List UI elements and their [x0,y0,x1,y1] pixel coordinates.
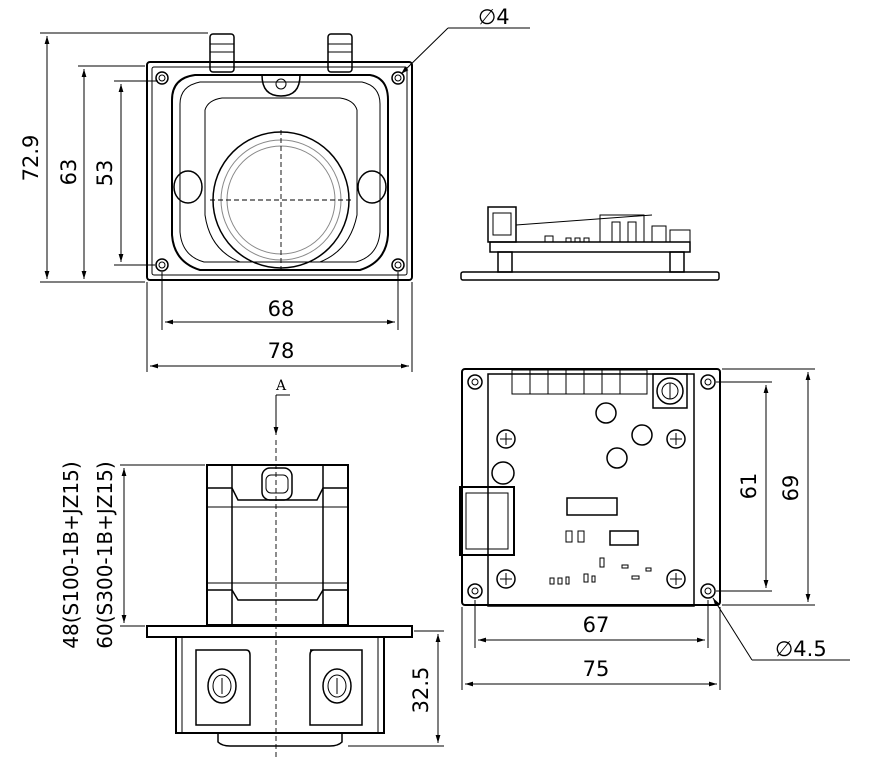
view-label-a: A [275,378,287,394]
board-side-view [460,206,720,281]
dim-board-height-overall: 69 [779,475,803,502]
pump-top-view: 72.9 63 53 68 78 ∅4 [19,5,530,372]
dim-length-s300: 60(S300-1B+JZ15) [93,461,117,648]
dim-board-width-holes: 67 [583,613,610,637]
dim-board-width-overall: 75 [583,657,610,681]
base-screws [207,668,352,704]
potentiometer-dial [652,373,688,409]
dim-width-overall: 78 [268,339,295,363]
board-mounting-holes [467,374,716,599]
dim-height-body: 63 [57,159,81,186]
control-board-view: 67 75 61 69 ∅4.5 [459,368,850,690]
dim-width-holes: 68 [268,297,295,321]
terminal-strip [511,369,648,395]
tube-connectors [209,33,353,73]
dim-height-overall: 72.9 [19,135,43,182]
board-screws [496,429,686,589]
dim-length-s100: 48(S100-1B+JZ15) [59,461,83,648]
dim-board-hole-diameter: ∅4.5 [775,637,827,661]
dim-height-holes: 53 [93,160,117,187]
pump-front-view: A 48(S100-1 [59,378,444,760]
dim-board-height-holes: 61 [737,473,761,500]
dim-base-height: 32.5 [409,667,433,714]
dim-hole-diameter: ∅4 [478,5,510,29]
mounting-holes [155,71,405,272]
